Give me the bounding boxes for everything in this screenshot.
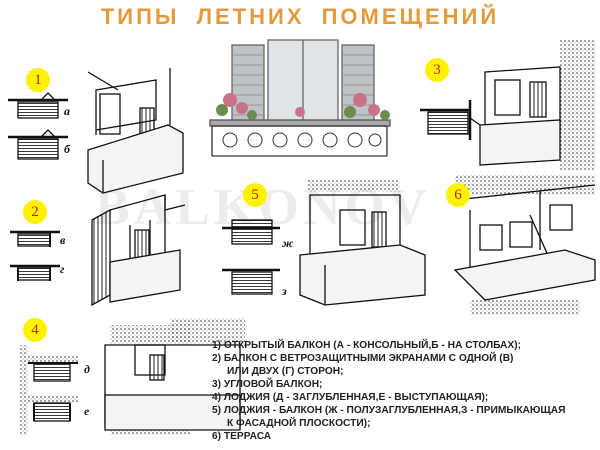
legend-item: 5) ЛОДЖИЯ - БАЛКОН (Ж - ПОЛУЗАГЛУБЛЕННАЯ… xyxy=(212,405,566,416)
badge-4: 4 xyxy=(23,318,47,342)
legend-item: 3) УГЛОВОЙ БАЛКОН; xyxy=(212,379,323,390)
label-zh: ж xyxy=(282,236,294,250)
legend-item: ИЛИ ДВУХ (Г) СТОРОН; xyxy=(227,366,344,377)
badge-5: 5 xyxy=(243,183,267,207)
view-3 xyxy=(469,40,595,170)
badge-6: 6 xyxy=(446,183,470,207)
plan-3 xyxy=(420,100,472,140)
plan-5z xyxy=(222,268,280,295)
label-e: е xyxy=(84,404,90,418)
label-z: з xyxy=(282,284,287,298)
badge-3: 3 xyxy=(425,58,449,82)
label-d: д xyxy=(84,362,90,376)
badge-1: 1 xyxy=(26,68,50,92)
plan-4e xyxy=(28,395,78,422)
view-5 xyxy=(299,180,426,306)
legend-item: 2) БАЛКОН С ВЕТРОЗАЩИТНЫМИ ЭКРАНАМИ С ОД… xyxy=(212,353,514,364)
label-b: б xyxy=(64,142,70,156)
view-6 xyxy=(453,175,596,315)
label-a: а xyxy=(64,104,70,118)
plan-4d xyxy=(28,355,78,382)
legend-item: 6) ТЕРРАСА xyxy=(212,431,272,442)
page-title: ТИПЫ ЛЕТНИХ ПОМЕЩЕНИЙ xyxy=(100,4,500,29)
plan-1a xyxy=(8,92,68,119)
plan-5zh xyxy=(222,219,280,245)
plan-2v xyxy=(10,230,60,247)
window-photo xyxy=(209,39,391,157)
legend-item: 4) ЛОДЖИЯ (Д - ЗАГЛУБЛЕННАЯ,Е - ВЫСТУПАЮ… xyxy=(212,392,489,403)
view-4 xyxy=(20,318,245,435)
plan-2g xyxy=(10,264,60,281)
label-g: г xyxy=(60,262,65,276)
legend-item: К ФАСАДНОЙ ПЛОСКОСТИ); xyxy=(227,418,371,429)
legend: 1) ОТКРЫТЫЙ БАЛКОН (А - КОНСОЛЬНЫЙ,Б - Н… xyxy=(212,339,565,443)
plan-1b xyxy=(8,129,68,160)
legend-item: 1) ОТКРЫТЫЙ БАЛКОН (А - КОНСОЛЬНЫЙ,Б - Н… xyxy=(212,340,521,351)
badge-2: 2 xyxy=(23,200,47,224)
label-v: в xyxy=(60,233,66,247)
view-2 xyxy=(91,194,186,307)
view-1 xyxy=(87,68,184,194)
